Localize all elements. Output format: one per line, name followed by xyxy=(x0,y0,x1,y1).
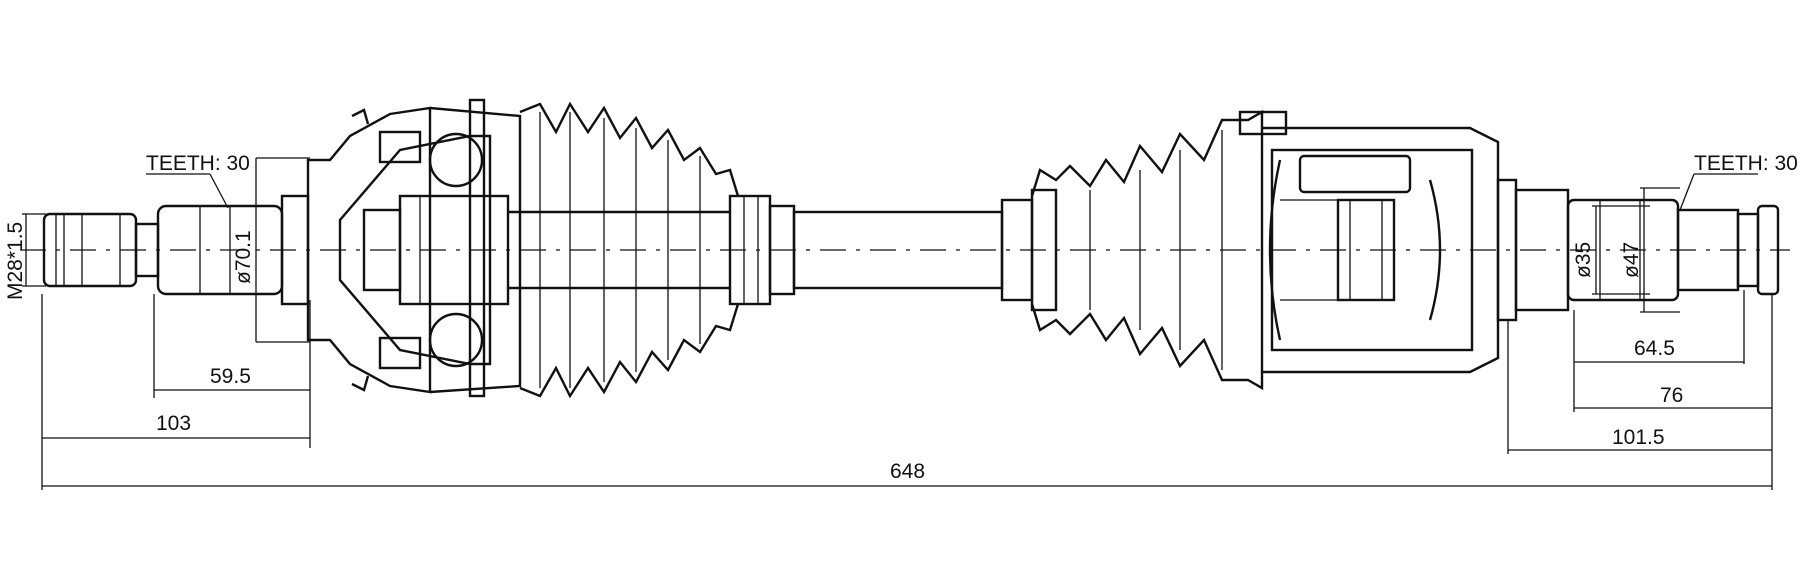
dim-dia-35: ø35 xyxy=(1572,242,1595,278)
dim-101-5: 101.5 xyxy=(1612,426,1665,449)
dim-64-5: 64.5 xyxy=(1634,337,1675,360)
teeth-label-right: TEETH: 30 xyxy=(1694,152,1798,175)
left-stub-shaft xyxy=(42,194,310,306)
outer-boot xyxy=(519,101,796,399)
teeth-label-left: TEETH: 30 xyxy=(146,152,250,175)
right-stub-shaft xyxy=(1514,188,1780,312)
dim-76: 76 xyxy=(1660,384,1683,407)
dim-103: 103 xyxy=(156,412,191,435)
dim-648: 648 xyxy=(890,460,925,483)
outer-cv-joint xyxy=(306,98,522,398)
thread-label: M28*1.5 xyxy=(4,222,27,300)
dim-59-5: 59.5 xyxy=(210,365,251,388)
dimensions: 59.5 103 648 64.5 76 101.5 ø70.1 ø35 xyxy=(4,152,1798,490)
dim-dia-70-1: ø70.1 xyxy=(232,230,255,284)
dim-dia-47: ø47 xyxy=(1620,242,1643,278)
inner-cv-joint xyxy=(1262,126,1518,374)
inner-boot xyxy=(1000,109,1288,391)
